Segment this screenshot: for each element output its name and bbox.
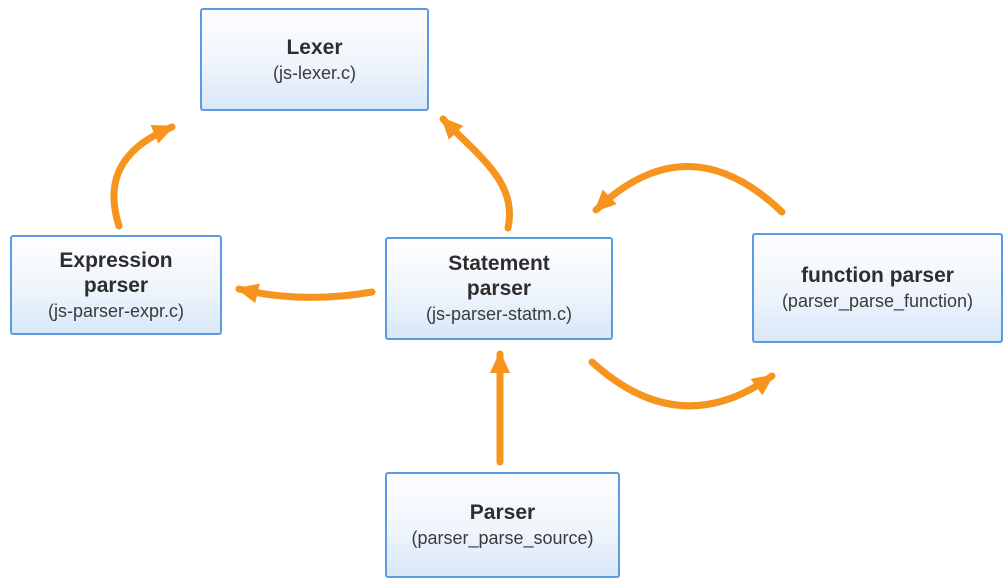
node-parser-subtitle: (parser_parse_source)	[411, 528, 594, 549]
node-function-parser: function parser (parser_parse_function)	[752, 233, 1003, 343]
node-statement-parser: Statement parser (js-parser-statm.c)	[385, 237, 613, 340]
node-parser-title: Parser	[469, 501, 536, 525]
arrow-expression-parser-to-lexer	[110, 123, 176, 230]
node-statement-parser-subtitle: (js-parser-statm.c)	[425, 304, 572, 325]
node-lexer-subtitle: (js-lexer.c)	[272, 62, 356, 83]
arrow-function-parser-to-statement-parser	[592, 163, 786, 216]
node-lexer-title: Lexer	[286, 35, 343, 59]
node-function-parser-subtitle: (parser_parse_function)	[781, 291, 974, 312]
node-parser: Parser (parser_parse_source)	[385, 472, 620, 578]
node-statement-parser-title: Statement parser	[448, 252, 550, 301]
node-expression-parser-subtitle: (js-parser-expr.c)	[47, 300, 185, 321]
node-function-parser-title: function parser	[801, 264, 954, 288]
arrow-statement-parser-to-expression-parser	[235, 283, 376, 304]
arrow-statement-parser-to-lexer	[439, 115, 513, 232]
node-expression-parser: Expression parser (js-parser-expr.c)	[10, 235, 222, 335]
node-lexer: Lexer (js-lexer.c)	[200, 8, 429, 111]
arrow-statement-parser-to-function-parser	[588, 358, 776, 410]
node-expression-parser-title: Expression parser	[59, 248, 173, 297]
